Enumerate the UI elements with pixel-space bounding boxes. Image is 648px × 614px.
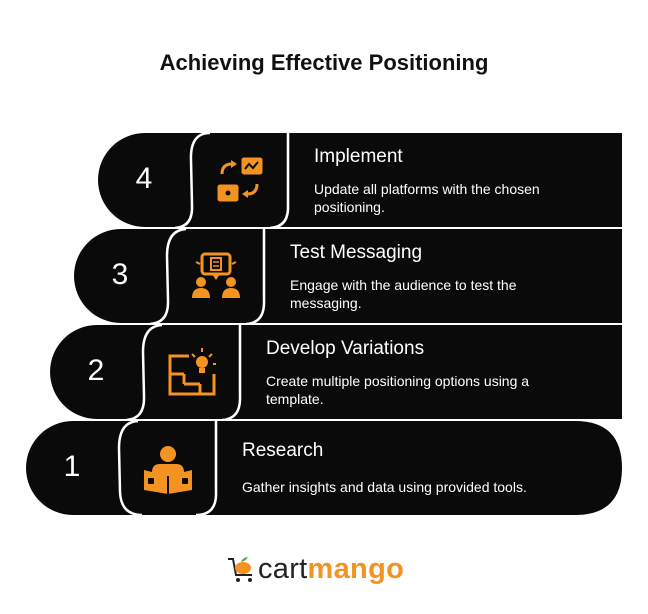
step-2-description: Create multiple positioning options usin…: [266, 373, 530, 407]
step-4-description: Update all platforms with the chosen pos…: [314, 181, 540, 215]
step-number-3: 3: [111, 258, 129, 291]
step-number-2: 2: [87, 354, 105, 387]
step-number-4: 4: [135, 162, 153, 195]
audience-feedback-icon: [192, 252, 240, 298]
step-3-description: Engage with the audience to test the mes…: [290, 277, 517, 311]
step-number-1: 1: [63, 450, 81, 483]
logo-text-mango: mango: [307, 552, 405, 585]
step-1-shape: [26, 419, 622, 517]
mango-cart-icon: [228, 557, 252, 582]
platform-sync-icon: [217, 157, 263, 202]
person-reading-icon: [144, 446, 192, 494]
step-2-title: Develop Variations: [266, 338, 425, 359]
diagram-title: Achieving Effective Positioning: [159, 50, 489, 75]
logo-text-cart: cart: [258, 552, 308, 585]
idea-template-icon: [168, 348, 216, 396]
step-4-title: Implement: [314, 146, 403, 167]
step-3-title: Test Messaging: [290, 242, 423, 263]
step-1-title: Research: [242, 440, 324, 461]
step-4-shape: [98, 131, 622, 230]
step-1-description: Gather insights and data using provided …: [242, 479, 527, 495]
